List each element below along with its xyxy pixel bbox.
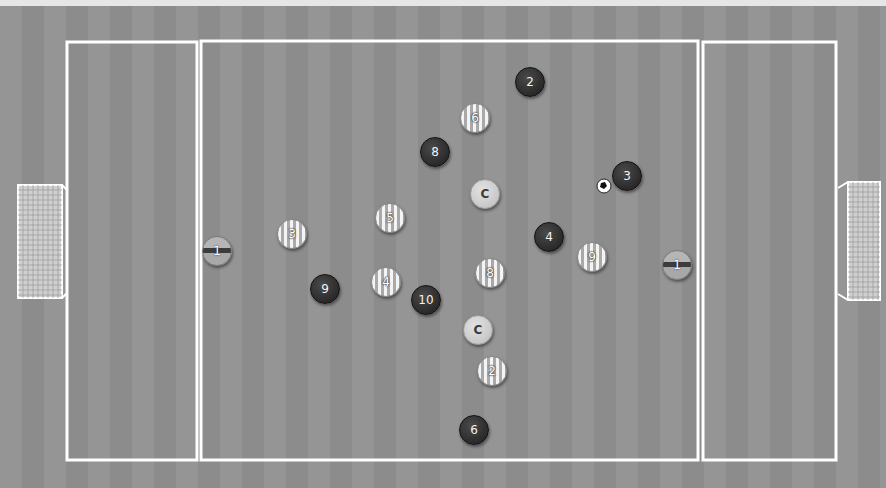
pitch-ground [0, 6, 886, 488]
shirt-number: 2 [488, 365, 496, 377]
pitch-stripe [748, 6, 770, 488]
shirt-number: 9 [588, 251, 596, 263]
striped-player: 9 [577, 242, 607, 272]
striped-player: 8 [475, 258, 505, 288]
shirt-number: C [474, 324, 483, 336]
shirt-number: 5 [386, 212, 394, 224]
pitch-stripe [484, 6, 506, 488]
striped-player: 5 [375, 203, 405, 233]
pitch-lines [67, 41, 836, 460]
neutral-player: C [463, 315, 493, 345]
shirt-number: 9 [321, 283, 329, 295]
shirt-number: 1 [213, 245, 221, 257]
ball [597, 179, 611, 193]
shirt-number: 4 [545, 231, 553, 243]
shirt-number: 10 [418, 294, 433, 306]
pitch-stripe [704, 6, 726, 488]
striped-player: 6 [460, 103, 490, 133]
pitch-stripe [396, 6, 418, 488]
pitch-stripe [616, 6, 638, 488]
striped-player: 4 [371, 267, 401, 297]
pitch-stripe [308, 6, 330, 488]
pitch-stripes [0, 6, 886, 488]
pitch-stripe [132, 6, 154, 488]
neutral-player: C [470, 179, 500, 209]
shirt-number: 3 [288, 228, 296, 240]
pitch-stripe [88, 6, 110, 488]
shirt-number: C [481, 188, 490, 200]
striped-player: 3 [277, 219, 307, 249]
striped-player: 2 [477, 356, 507, 386]
dark-player: 6 [459, 415, 489, 445]
shirt-number: 6 [471, 112, 479, 124]
dark-player: 10 [411, 285, 441, 315]
dark-player: 2 [515, 67, 545, 97]
dark-player: 3 [612, 161, 642, 191]
shirt-number: 8 [431, 146, 439, 158]
goal [838, 182, 880, 300]
pitch-stripe [660, 6, 682, 488]
shirt-number: 1 [673, 259, 681, 271]
dark-player: 4 [534, 222, 564, 252]
pitch-stripe [264, 6, 286, 488]
pitch-stripe [352, 6, 374, 488]
pitch-stripe [440, 6, 462, 488]
goalkeeper: 1 [662, 250, 692, 280]
pitch-stripe [176, 6, 198, 488]
dark-player: 9 [310, 274, 340, 304]
shirt-number: 2 [526, 76, 534, 88]
shirt-number: 4 [382, 276, 390, 288]
dark-player: 8 [420, 137, 450, 167]
shirt-number: 3 [623, 170, 631, 182]
pitch-stripe [792, 6, 814, 488]
shirt-number: 6 [470, 424, 478, 436]
goal [18, 185, 67, 298]
goalkeeper: 1 [202, 236, 232, 266]
shirt-number: 8 [486, 267, 494, 279]
